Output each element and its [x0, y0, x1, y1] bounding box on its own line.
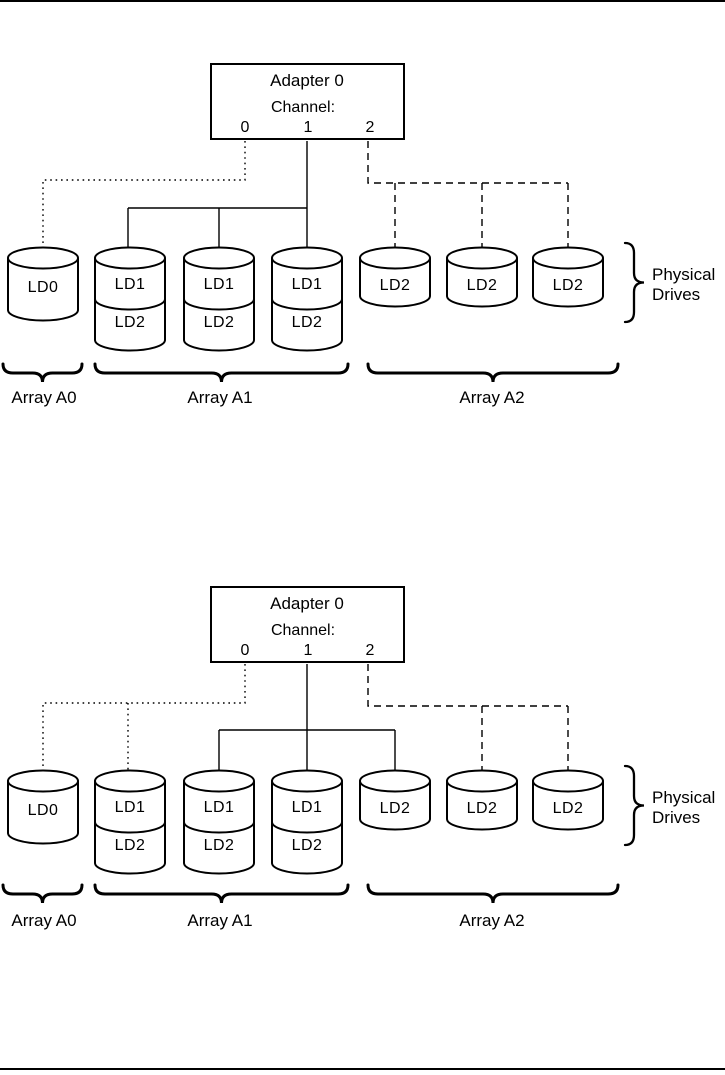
channel0-link-dotted: [42, 141, 246, 262]
channel-1-label: 1: [303, 119, 313, 136]
channel1-link-solid: [218, 664, 396, 785]
drive-cylinder-ld1-ld2-3: [271, 246, 343, 352]
drive-label-ld2: LD2: [552, 800, 584, 817]
drive-cylinder-ld2-3: [532, 769, 604, 831]
drive-cylinder-ld1-ld2-1: [94, 769, 166, 875]
drive-label-ld0: LD0: [27, 279, 59, 296]
drive-label-ld1: LD1: [291, 799, 323, 816]
drive-label-ld2: LD2: [466, 800, 498, 817]
drive-cylinder-ld2-3: [532, 246, 604, 308]
channel1-link-solid: [127, 141, 308, 262]
drive-cylinder-ld1-ld2-2: [183, 246, 255, 352]
channel-2-label: 2: [365, 119, 375, 136]
drive-label-ld1: LD1: [114, 799, 146, 816]
array-a1-label: Array A1: [187, 388, 253, 407]
channel2-link-dashed: [367, 664, 569, 785]
drive-label-ld2: LD2: [114, 837, 146, 854]
drive-cylinder-ld2-1: [359, 769, 431, 831]
drive-label-ld2: LD2: [379, 800, 411, 817]
array-a2-label: Array A2: [459, 911, 525, 930]
array-a0-label: Array A0: [11, 911, 77, 930]
channel-2-label: 2: [365, 642, 375, 659]
drive-label-ld2: LD2: [291, 314, 323, 331]
drive-cylinder-ld2-1: [359, 246, 431, 308]
adapter-box: [210, 586, 405, 663]
drive-label-ld1: LD1: [114, 276, 146, 293]
channel-0-label: 0: [240, 642, 250, 659]
page-top-rule: [0, 0, 725, 2]
brace-array-a1: [93, 362, 350, 383]
physical-drives-label-line1: Physical: [652, 265, 716, 284]
channel0-link-dotted: [42, 664, 246, 785]
channel-0-label: 0: [240, 119, 250, 136]
drive-cylinder-ld0: [7, 769, 79, 845]
drive-label-ld1: LD1: [291, 276, 323, 293]
brace-array-a2: [366, 362, 620, 383]
drive-label-ld1: LD1: [203, 799, 235, 816]
channel-1-label: 1: [303, 642, 313, 659]
drive-label-ld2: LD2: [114, 314, 146, 331]
drive-label-ld1: LD1: [203, 276, 235, 293]
drive-cylinder-ld2-2: [446, 769, 518, 831]
channel2-link-dashed: [367, 141, 569, 262]
drive-cylinder-ld0: [7, 246, 79, 322]
drive-label-ld0: LD0: [27, 802, 59, 819]
brace-array-a2: [366, 883, 620, 904]
brace-physical-drives: [623, 764, 645, 847]
adapter-title: Adapter 0: [270, 71, 344, 90]
brace-physical-drives: [623, 241, 645, 324]
drive-label-ld2: LD2: [466, 277, 498, 294]
physical-drives-label-line2: Drives: [652, 285, 701, 304]
brace-array-a1: [93, 883, 350, 904]
drive-cylinder-ld1-ld2-2: [183, 769, 255, 875]
drive-cylinder-ld1-ld2-1: [94, 246, 166, 352]
channel-heading: Channel:: [270, 99, 336, 116]
channel-heading: Channel:: [270, 622, 336, 639]
drive-label-ld2: LD2: [203, 314, 235, 331]
adapter-box: [210, 63, 405, 140]
drive-label-ld2: LD2: [291, 837, 323, 854]
page-bottom-rule: [0, 1068, 725, 1070]
adapter-title: Adapter 0: [270, 594, 344, 613]
physical-drives-label-line2: Drives: [652, 808, 701, 827]
array-a0-label: Array A0: [11, 388, 77, 407]
drive-cylinder-ld2-2: [446, 246, 518, 308]
drive-label-ld2: LD2: [552, 277, 584, 294]
physical-drives-label-line1: Physical: [652, 788, 716, 807]
brace-array-a0: [1, 362, 84, 383]
array-a1-label: Array A1: [187, 911, 253, 930]
drive-cylinder-ld1-ld2-3: [271, 769, 343, 875]
drive-label-ld2: LD2: [379, 277, 411, 294]
brace-array-a0: [1, 883, 84, 904]
array-a2-label: Array A2: [459, 388, 525, 407]
drive-label-ld2: LD2: [203, 837, 235, 854]
